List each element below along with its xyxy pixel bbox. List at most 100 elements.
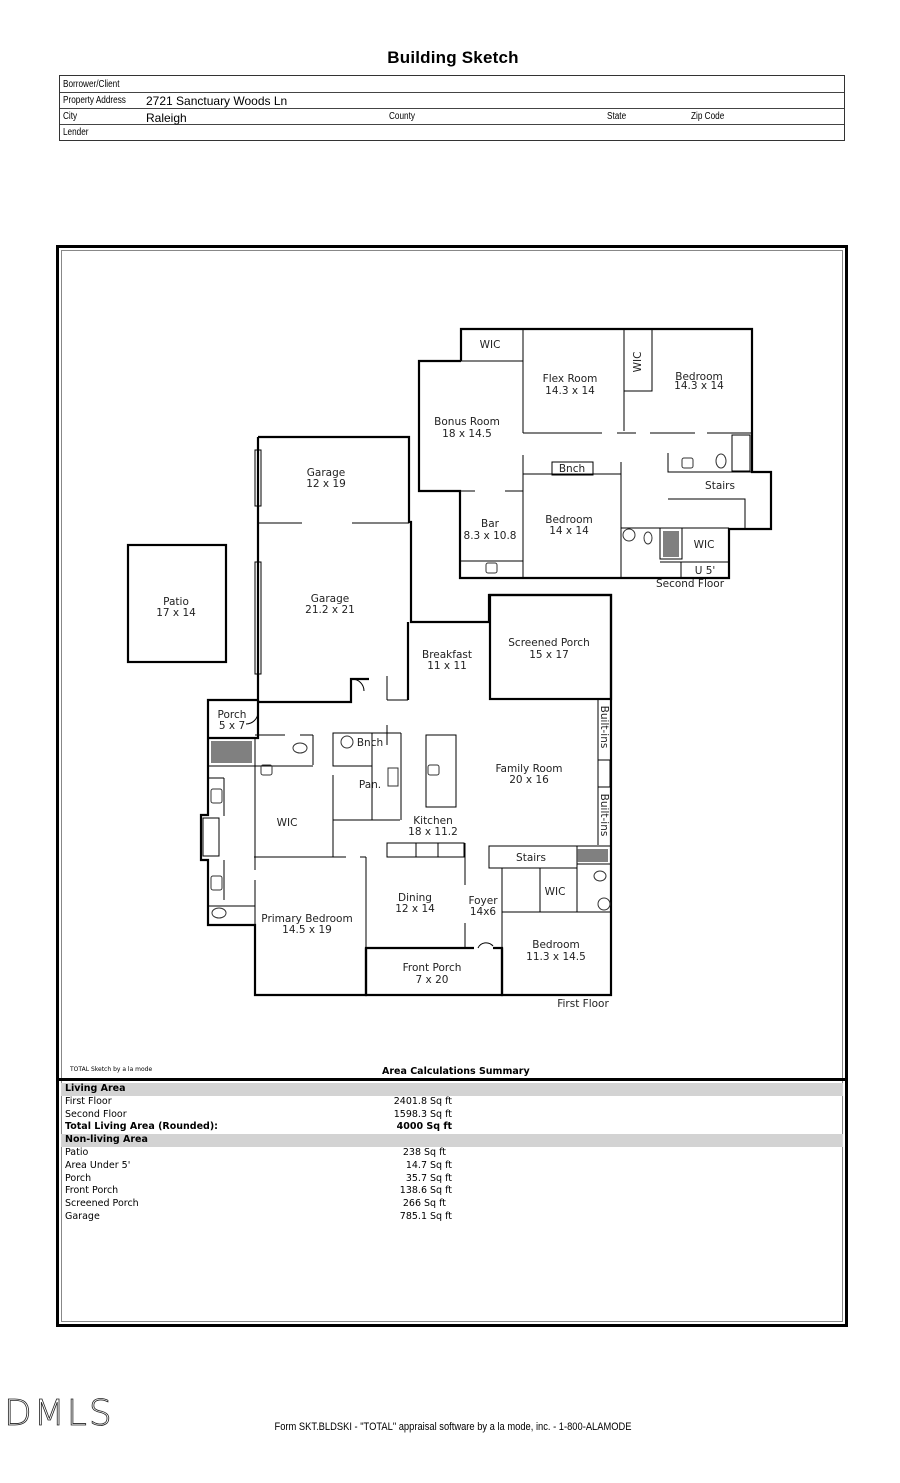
- room-dims: 20 x 16: [509, 774, 549, 786]
- floor-label: Second Floor: [656, 578, 725, 590]
- row-label: Total Living Area (Rounded):: [65, 1121, 218, 1133]
- room-dims: 11.3 x 14.5: [526, 951, 586, 963]
- sketch-brand-label: TOTAL Sketch by a la mode: [70, 1066, 153, 1073]
- room-label: Bonus Room: [434, 416, 500, 428]
- room-label: Stairs: [516, 852, 546, 864]
- floor-label: First Floor: [557, 998, 609, 1010]
- summary-title: Area Calculations Summary: [382, 1066, 530, 1077]
- city-value: Raleigh: [146, 111, 187, 125]
- room-label: Foyer: [468, 895, 498, 907]
- row-label: Area Under 5': [65, 1159, 131, 1171]
- summary-row-area-under-5: Area Under 5' 14.7 Sq ft: [61, 1160, 843, 1173]
- room-dims: 18 x 14.5: [442, 428, 492, 440]
- room-label: Porch: [218, 709, 247, 721]
- section-label: Living Area: [65, 1083, 126, 1094]
- room-label: Flex Room: [543, 373, 598, 385]
- room-label: WIC: [632, 352, 644, 373]
- room-label: Dining: [398, 892, 432, 904]
- room-label: Garage: [307, 467, 345, 479]
- county-label: County: [389, 111, 415, 122]
- room-dims: 15 x 17: [529, 649, 569, 661]
- room-label: Garage: [311, 593, 349, 605]
- borrower-label: Borrower/Client: [63, 79, 120, 90]
- city-row: City Raleigh County State Zip Code: [60, 108, 844, 125]
- row-value: 2401.8 Sq ft: [393, 1095, 452, 1107]
- room-dims: 8.3 x 10.8: [464, 530, 517, 542]
- room-label: Primary Bedroom: [261, 913, 352, 925]
- dmls-logo: DMLS: [4, 1393, 114, 1435]
- borrower-row: Borrower/Client: [60, 76, 844, 93]
- room-label: Bedroom: [532, 939, 580, 951]
- row-value: 14.7 Sq ft: [405, 1159, 452, 1171]
- non-living-area-section: Non-living Area: [61, 1134, 843, 1147]
- room-label: Bar: [481, 518, 500, 530]
- state-label: State: [607, 111, 627, 122]
- row-label: Front Porch: [65, 1185, 119, 1197]
- row-label: Porch: [65, 1172, 92, 1184]
- room-label: WIC: [694, 539, 715, 551]
- room-label: WIC: [480, 339, 501, 351]
- room-dims: 14x6: [470, 906, 497, 918]
- room-label: U 5': [695, 565, 716, 577]
- room-dims: 21.2 x 21: [305, 604, 355, 616]
- room-label: WIC: [277, 817, 298, 829]
- row-value: 35.7 Sq ft: [405, 1172, 452, 1184]
- property-address-row: Property Address 2721 Sanctuary Woods Ln: [60, 92, 844, 109]
- footer-text: Form SKT.BLDSKI - "TOTAL" appraisal soft…: [274, 1421, 632, 1433]
- room-dims: 11 x 11: [427, 660, 467, 672]
- room-label: Kitchen: [413, 815, 452, 827]
- row-value: 785.1 Sq ft: [399, 1210, 452, 1222]
- summary-row-garage: Garage 785.1 Sq ft: [61, 1211, 843, 1224]
- summary-row-front-porch: Front Porch 138.6 Sq ft: [61, 1185, 843, 1198]
- summary-row-porch: Porch 35.7 Sq ft: [61, 1173, 843, 1186]
- section-label: Non-living Area: [65, 1134, 148, 1146]
- room-dims: 14.3 x 14: [674, 380, 724, 392]
- room-dims: 18 x 11.2: [408, 826, 458, 838]
- room-label: Front Porch: [403, 962, 462, 974]
- room-label: Bedroom: [545, 514, 593, 526]
- room-label: Patio: [163, 596, 189, 608]
- room-dims: 12 x 14: [395, 903, 435, 915]
- room-dims: 14 x 14: [549, 525, 589, 537]
- sketch-frame: [56, 245, 848, 1327]
- summary-row-screened-porch: Screened Porch 266 Sq ft: [61, 1198, 843, 1211]
- form-footer: Form SKT.BLDSKI - "TOTAL" appraisal soft…: [0, 1421, 900, 1433]
- row-value: 266 Sq ft: [402, 1198, 446, 1210]
- room-label: Pan.: [359, 779, 381, 791]
- built-ins-label: Built-ins: [598, 794, 610, 837]
- room-label: Bnch: [559, 463, 585, 475]
- property-address-label: Property Address: [63, 95, 126, 106]
- room-label: Family Room: [495, 763, 562, 775]
- room-dims: 17 x 14: [156, 607, 196, 619]
- summary-divider: [59, 1078, 845, 1081]
- room-label: Stairs: [705, 480, 735, 492]
- room-label: WIC: [545, 886, 566, 898]
- room-dims: 7 x 20: [416, 974, 449, 986]
- row-label: First Floor: [65, 1095, 112, 1107]
- room-label: Bnch: [357, 737, 383, 749]
- row-value: 138.6 Sq ft: [399, 1185, 452, 1197]
- room-label: Breakfast: [422, 649, 472, 661]
- lender-label: Lender: [63, 127, 89, 138]
- city-label: City: [63, 111, 78, 122]
- summary-row-second-floor: Second Floor 1598.3 Sq ft: [61, 1109, 843, 1122]
- row-label: Screened Porch: [65, 1198, 139, 1210]
- room-dims: 14.5 x 19: [282, 924, 332, 936]
- row-value: 1598.3 Sq ft: [393, 1108, 452, 1120]
- room-dims: 14.3 x 14: [545, 385, 595, 397]
- row-label: Garage: [65, 1210, 100, 1222]
- property-address-value: 2721 Sanctuary Woods Ln: [146, 94, 288, 108]
- room-label: Bedroom: [675, 371, 723, 383]
- room-label: Screened Porch: [508, 637, 589, 649]
- summary-row-patio: Patio 238 Sq ft: [61, 1147, 843, 1160]
- area-summary-table: Living Area First Floor 2401.8 Sq ft Sec…: [61, 1083, 843, 1224]
- room-dims: 12 x 19: [306, 478, 346, 490]
- row-label: Patio: [65, 1146, 89, 1158]
- row-value: 238 Sq ft: [402, 1146, 446, 1158]
- zip-code-label: Zip Code: [691, 111, 725, 122]
- room-dims: 5 x 7: [219, 720, 245, 732]
- built-ins-label: Built-ins: [598, 706, 610, 749]
- living-area-section: Living Area: [61, 1083, 843, 1096]
- summary-row-first-floor: First Floor 2401.8 Sq ft: [61, 1096, 843, 1109]
- document-title: Building Sketch: [387, 48, 519, 67]
